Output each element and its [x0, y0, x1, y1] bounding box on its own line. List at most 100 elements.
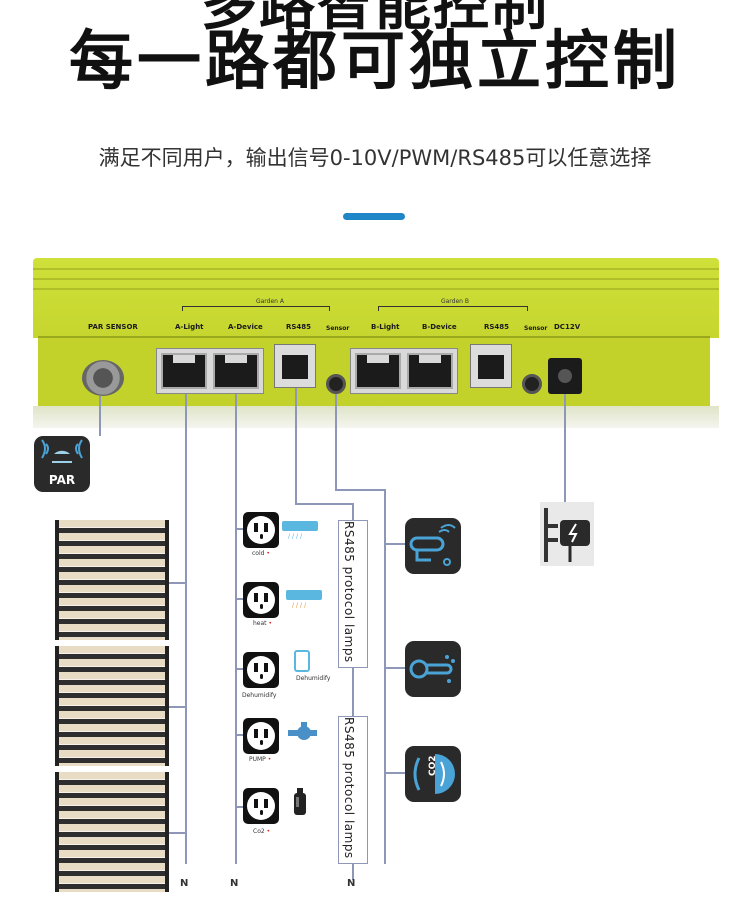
- pump-icon: [288, 722, 317, 740]
- heater-icon: [286, 590, 322, 600]
- lamp-frame: [55, 772, 59, 892]
- dehumidifier-icon: [294, 650, 310, 672]
- lamp-frame: [55, 520, 59, 640]
- wire-lamp-1: [169, 582, 186, 584]
- group-bracket-b: [378, 306, 528, 311]
- lamp-frame: [55, 646, 59, 766]
- n-label: N: [230, 878, 239, 889]
- protocol-lamps-box: RS485 protocol lamps: [338, 716, 368, 864]
- outlet-label-text: PUMP: [249, 756, 266, 763]
- par-sensor-tile: PAR: [34, 436, 90, 492]
- wire-a-rs485-drop: [352, 503, 354, 523]
- wire-to-sensor-1: [384, 543, 406, 545]
- controller-top: [33, 258, 719, 338]
- page-title: 每一路都可独立控制: [69, 25, 681, 92]
- label-a-light: A-Light: [175, 323, 204, 331]
- grow-lamp: [55, 646, 169, 766]
- outlet-face: [247, 586, 275, 614]
- power-adapter-icon: [544, 508, 590, 562]
- protocol-lamps-label: RS485 protocol lamps: [342, 717, 356, 859]
- a-rs485-port[interactable]: [274, 344, 316, 388]
- wire-par: [99, 396, 101, 436]
- grow-lamp: [55, 520, 169, 640]
- par-sensor-icon: [41, 439, 83, 463]
- wire-dc: [564, 394, 566, 504]
- outlet-label-cold: cold •: [252, 550, 270, 557]
- label-b-device: B-Device: [422, 323, 457, 331]
- temp-humidity-probe-tile: [405, 518, 461, 574]
- label-b-sensor: Sensor: [524, 325, 548, 332]
- lamp-frame: [165, 646, 169, 766]
- a-device-port[interactable]: [213, 353, 259, 389]
- garden-a-rj45-block: [156, 348, 264, 394]
- outlet-label-text: Dehumidify: [242, 692, 277, 699]
- outlet-label-co2: Co2 •: [253, 828, 271, 835]
- n-label: N: [180, 878, 189, 889]
- label-a-rs485: RS485: [286, 323, 312, 331]
- outlet-dehumidify: [243, 652, 279, 688]
- lamp-frame: [165, 520, 169, 640]
- wire-sensor-bus: [384, 489, 386, 864]
- wire-a-rs485-down: [295, 388, 297, 504]
- label-a-device: A-Device: [228, 323, 263, 331]
- controller-shadow: [33, 406, 719, 428]
- label-b-rs485: RS485: [484, 323, 510, 331]
- subtitle: 满足不同用户，输出信号0-10V/PWM/RS485可以任意选择: [98, 146, 652, 170]
- wire-protocol-end: [352, 864, 354, 880]
- outlet-label-heat: heat •: [253, 620, 272, 627]
- clipped-heading: 多路智能控制: [201, 0, 549, 38]
- outlet-face: [247, 792, 275, 820]
- group-label-garden-b: Garden B: [440, 298, 469, 305]
- group-bracket-a: [182, 306, 330, 311]
- co2-tile-label: CO2: [428, 755, 438, 776]
- wire-a-light: [185, 394, 187, 864]
- outlet-heat: [243, 582, 279, 618]
- accent-divider: [343, 213, 405, 220]
- outlet-label-pump: PUMP •: [249, 756, 272, 763]
- outlet-label-text: cold: [252, 550, 265, 557]
- outlet-face: [247, 516, 275, 544]
- outlet-face: [247, 656, 275, 684]
- wire-lamp-2: [169, 706, 186, 708]
- outlet-face: [247, 722, 275, 750]
- device-stripe: [33, 278, 719, 280]
- par-tile-label: PAR: [48, 473, 76, 487]
- b-sensor-port[interactable]: [522, 374, 542, 394]
- wire-a-sensor-across: [335, 489, 385, 491]
- wire-outlet-3: [235, 668, 244, 670]
- a-sensor-port[interactable]: [326, 374, 346, 394]
- wire-a-rs485-across: [295, 503, 353, 505]
- wire-outlet-4: [235, 734, 244, 736]
- co2-sensor-tile: CO2: [405, 746, 461, 802]
- outlet-label-text: Co2: [253, 828, 265, 835]
- label-b-light: B-Light: [371, 323, 400, 331]
- garden-b-rj45-block: [350, 348, 458, 394]
- protocol-lamps-label: RS485 protocol lamps: [342, 521, 356, 663]
- outlet-cold: [243, 512, 279, 548]
- protocol-lamps-box: RS485 protocol lamps: [338, 520, 368, 668]
- par-sensor-port[interactable]: [82, 360, 124, 396]
- temperature-sensor-tile: [405, 641, 461, 697]
- dc12v-port[interactable]: [548, 358, 582, 394]
- headline-area: 多路智能控制 每一路都可独立控制: [0, 0, 750, 92]
- b-device-port[interactable]: [407, 353, 453, 389]
- device-stripe: [33, 268, 719, 270]
- wire-a-sensor-down: [335, 394, 337, 490]
- group-label-garden-a: Garden A: [255, 298, 284, 305]
- a-light-port[interactable]: [161, 353, 207, 389]
- lamp-bars: [58, 646, 166, 766]
- wire-to-sensor-3: [384, 772, 406, 774]
- grow-lamp: [55, 772, 169, 892]
- dehumidifier-side-label: Dehumidify: [296, 675, 331, 682]
- lamp-bars: [58, 520, 166, 640]
- power-adapter: [540, 502, 594, 566]
- b-rs485-port[interactable]: [470, 344, 512, 388]
- b-light-port[interactable]: [355, 353, 401, 389]
- outlet-label-dehumidify: Dehumidify: [242, 692, 276, 699]
- heat-wave-icon: ////: [292, 602, 309, 609]
- wire-a-device: [235, 394, 237, 864]
- temperature-sensor-icon: [409, 655, 455, 683]
- outlet-label-text: heat: [253, 620, 267, 627]
- label-dc12v: DC12V: [554, 323, 581, 331]
- temperature-humidity-probe-icon: [409, 524, 456, 566]
